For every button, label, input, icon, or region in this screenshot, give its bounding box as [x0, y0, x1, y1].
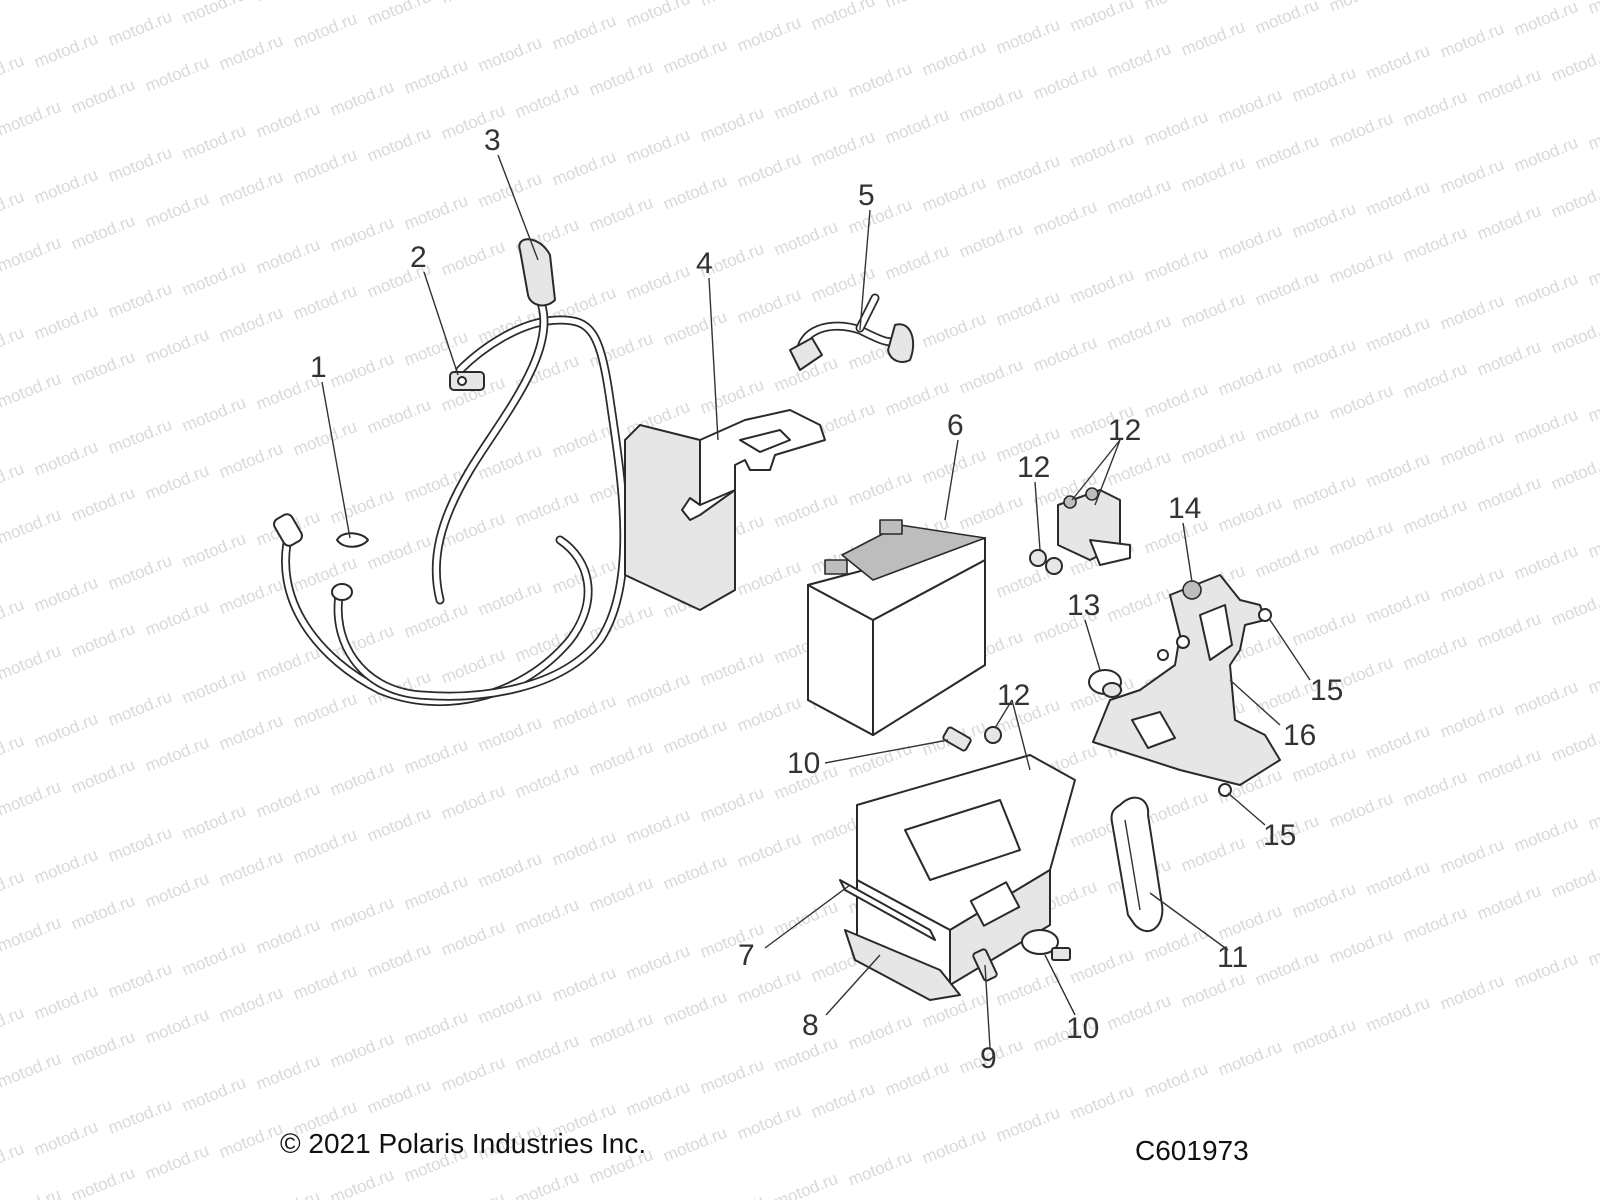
- callout-15-a: 15: [1310, 674, 1343, 707]
- mounting-bracket: [1092, 574, 1281, 797]
- hold-down-strap: [1110, 796, 1164, 933]
- callout-10-a: 10: [787, 747, 820, 780]
- battery: [807, 519, 986, 736]
- callout-1: 1: [310, 351, 327, 384]
- relay: [1057, 487, 1131, 566]
- callout-labels: 1 2 3 4 5 6 12 12 14 13 15 16 12 10 15 7…: [310, 124, 1343, 1075]
- callout-6: 6: [947, 409, 964, 442]
- copyright-notice: © 2021 Polaris Industries Inc.: [280, 1128, 647, 1159]
- callout-12-c: 12: [997, 679, 1030, 712]
- wire-clip: [1021, 929, 1071, 961]
- callout-14: 14: [1168, 492, 1201, 525]
- cable-clamp: [449, 371, 485, 391]
- callout-5: 5: [858, 179, 875, 212]
- callout-11: 11: [1217, 941, 1248, 974]
- callout-12-b: 12: [1108, 414, 1141, 447]
- terminal-nuts: [984, 549, 1063, 785]
- terminal-cover: [624, 409, 826, 611]
- battery-cables: [273, 238, 629, 706]
- callout-2: 2: [410, 241, 427, 274]
- callout-16: 16: [1283, 719, 1316, 752]
- vent-tube: [789, 293, 915, 371]
- connector: [942, 726, 972, 752]
- callout-4: 4: [696, 247, 713, 280]
- cable-clip: [336, 532, 369, 548]
- leader-lines: [321, 154, 1311, 1049]
- hose-clamp: [1088, 669, 1122, 698]
- callout-8: 8: [802, 1009, 819, 1042]
- callout-13: 13: [1067, 589, 1100, 622]
- callout-15-b: 15: [1263, 819, 1296, 852]
- callout-9: 9: [980, 1042, 997, 1075]
- callout-12-a: 12: [1017, 451, 1050, 484]
- battery-tray: [839, 754, 1076, 1001]
- callout-7: 7: [738, 939, 755, 972]
- callout-3: 3: [484, 124, 501, 157]
- figure-code: C601973: [1135, 1135, 1249, 1166]
- callout-10-b: 10: [1066, 1012, 1099, 1045]
